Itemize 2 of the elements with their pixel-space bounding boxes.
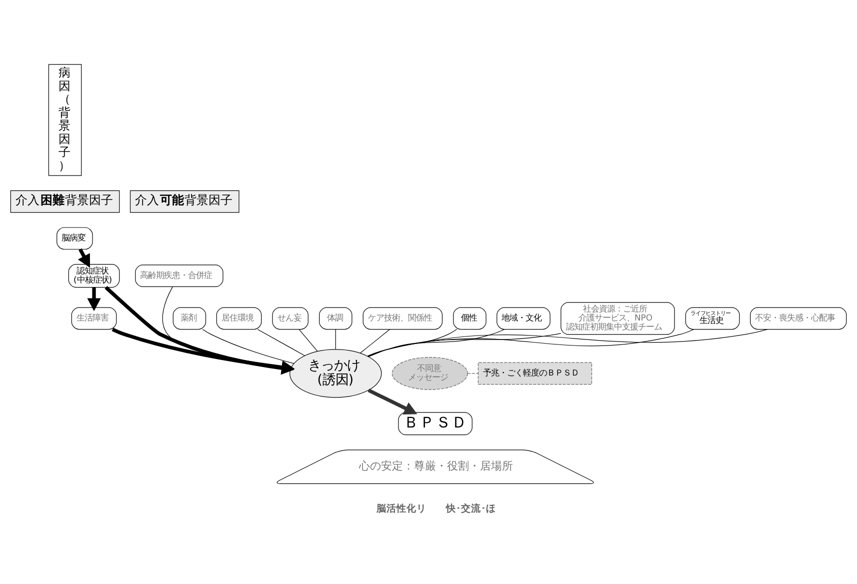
label: 脳活性化リ [376,502,427,514]
label: 快･交流･ほ [446,502,496,514]
